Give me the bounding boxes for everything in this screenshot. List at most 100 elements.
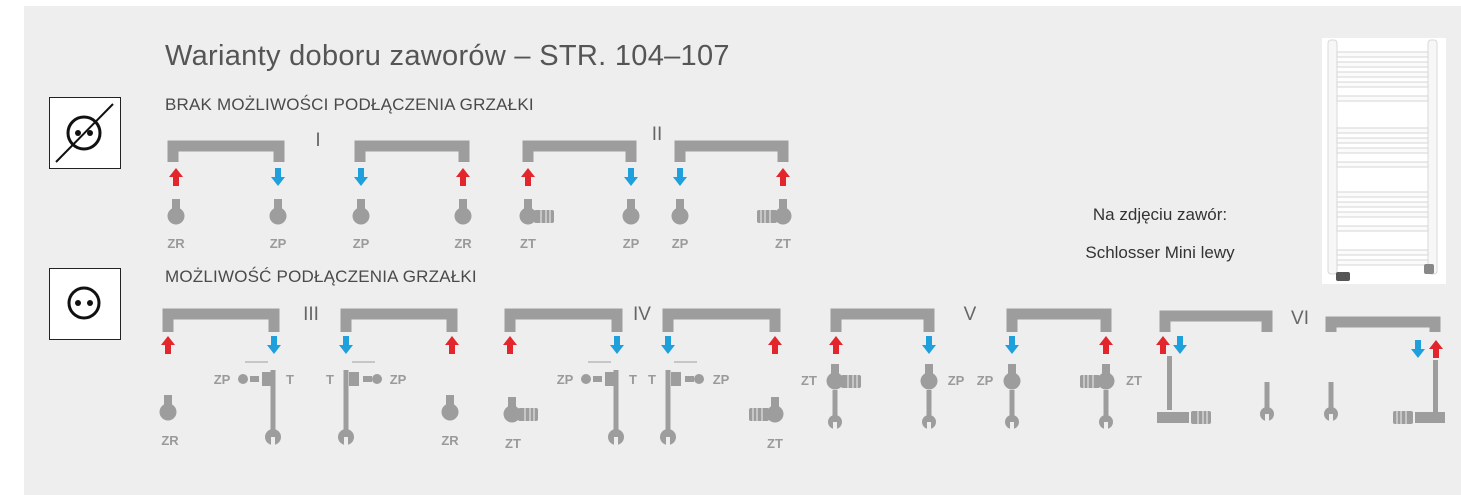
section-heater-label: MOŻLIWOŚĆ PODŁĄCZENIA GRZAŁKI bbox=[165, 267, 477, 286]
pipe bbox=[1167, 356, 1172, 410]
valve bbox=[920, 364, 938, 390]
thermostatic-head bbox=[748, 407, 770, 422]
label-t: T bbox=[286, 372, 294, 387]
label-zp: ZP bbox=[713, 372, 730, 387]
double-valve bbox=[1157, 412, 1189, 423]
supply-arrow bbox=[161, 336, 175, 354]
valve bbox=[454, 199, 472, 225]
valve bbox=[167, 199, 185, 225]
return-arrow bbox=[1411, 340, 1425, 358]
no-heater-icon bbox=[49, 97, 121, 169]
photo-note-line1: Na zdjęciu zawór: bbox=[1092, 205, 1228, 224]
label-zt: ZT bbox=[767, 436, 783, 451]
pipe bbox=[1433, 360, 1438, 412]
thermostatic-head bbox=[1392, 410, 1414, 425]
valve bbox=[352, 199, 370, 225]
supply-arrow bbox=[776, 168, 790, 186]
page-title: Warianty doboru zaworów – STR. 104–107 bbox=[165, 40, 730, 72]
label-zt: ZT bbox=[801, 373, 817, 388]
socket-icon bbox=[49, 268, 121, 340]
supply-arrow bbox=[1099, 336, 1113, 354]
valve bbox=[622, 199, 640, 225]
label-zp: ZP bbox=[390, 372, 407, 387]
return-arrow bbox=[267, 336, 281, 354]
radiator-bar bbox=[162, 308, 1441, 332]
return-arrow bbox=[661, 336, 675, 354]
photo-note-line2: Schlosser Mini lewy bbox=[1085, 243, 1235, 262]
label-zp: ZP bbox=[977, 373, 994, 388]
supply-arrow bbox=[521, 168, 535, 186]
return-arrow bbox=[1173, 336, 1187, 354]
label-zp: ZP bbox=[948, 373, 965, 388]
valve bbox=[826, 364, 844, 390]
variant-vi: VI bbox=[1291, 308, 1309, 329]
tee-body bbox=[262, 372, 272, 386]
label-zp: ZP bbox=[353, 236, 370, 251]
variant-i: I bbox=[315, 130, 320, 151]
heater-dot bbox=[238, 374, 248, 384]
label-zr: ZR bbox=[441, 433, 459, 448]
label-zp: ZP bbox=[214, 372, 231, 387]
thermostatic-head bbox=[840, 374, 862, 389]
thermostatic-head bbox=[1079, 374, 1101, 389]
radiator-bar bbox=[167, 140, 789, 162]
return-arrow bbox=[271, 168, 285, 186]
connection-elbow bbox=[1099, 390, 1113, 430]
label-t: T bbox=[648, 372, 656, 387]
valve bbox=[671, 199, 689, 225]
valve bbox=[269, 199, 287, 225]
diagram-panel bbox=[24, 6, 1461, 495]
return-arrow bbox=[354, 168, 368, 186]
thermostatic-head bbox=[533, 209, 555, 224]
label-zr: ZR bbox=[161, 433, 179, 448]
return-arrow bbox=[1005, 336, 1019, 354]
connection-elbow bbox=[1324, 382, 1338, 422]
return-arrow bbox=[922, 336, 936, 354]
supply-arrow bbox=[445, 336, 459, 354]
supply-arrow bbox=[169, 168, 183, 186]
connection-elbow bbox=[828, 390, 842, 430]
connection-elbow bbox=[922, 390, 936, 430]
supply-arrow bbox=[1156, 336, 1170, 354]
valve bbox=[766, 397, 784, 423]
valve bbox=[503, 397, 521, 423]
valve bbox=[774, 199, 792, 225]
label-t: T bbox=[326, 372, 334, 387]
label-zp: ZP bbox=[672, 236, 689, 251]
variant-v: V bbox=[964, 304, 977, 325]
variant-ii: II bbox=[652, 124, 663, 145]
supply-arrow bbox=[829, 336, 843, 354]
return-arrow bbox=[624, 168, 638, 186]
label-zp: ZP bbox=[270, 236, 287, 251]
section-no-heater-label: BRAK MOŻLIWOŚCI PODŁĄCZENIA GRZAŁKI bbox=[165, 95, 534, 114]
label-zp: ZP bbox=[623, 236, 640, 251]
valve bbox=[519, 199, 537, 225]
label-zt: ZT bbox=[520, 236, 536, 251]
label-zt: ZT bbox=[505, 436, 521, 451]
label-t: T bbox=[629, 372, 637, 387]
label-zr: ZR bbox=[167, 236, 185, 251]
supply-arrow bbox=[768, 336, 782, 354]
variant-iii: III bbox=[303, 304, 319, 325]
return-arrow bbox=[673, 168, 687, 186]
label-zr: ZR bbox=[454, 236, 472, 251]
connection-elbow bbox=[1005, 390, 1019, 430]
supply-arrow bbox=[503, 336, 517, 354]
thermostatic-head bbox=[1190, 410, 1212, 425]
return-arrow bbox=[339, 336, 353, 354]
label-zt: ZT bbox=[775, 236, 791, 251]
valve bbox=[1097, 364, 1115, 390]
valve bbox=[159, 395, 177, 421]
thermostatic-head bbox=[517, 407, 539, 422]
return-arrow bbox=[610, 336, 624, 354]
valve bbox=[1003, 364, 1021, 390]
connection-elbow bbox=[1260, 382, 1274, 422]
thermostatic-head bbox=[756, 209, 778, 224]
variant-iv: IV bbox=[633, 304, 651, 325]
radiator-photo bbox=[1322, 38, 1446, 284]
valve bbox=[441, 395, 459, 421]
label-zp: ZP bbox=[557, 372, 574, 387]
label-zt: ZT bbox=[1126, 373, 1142, 388]
supply-arrow bbox=[456, 168, 470, 186]
